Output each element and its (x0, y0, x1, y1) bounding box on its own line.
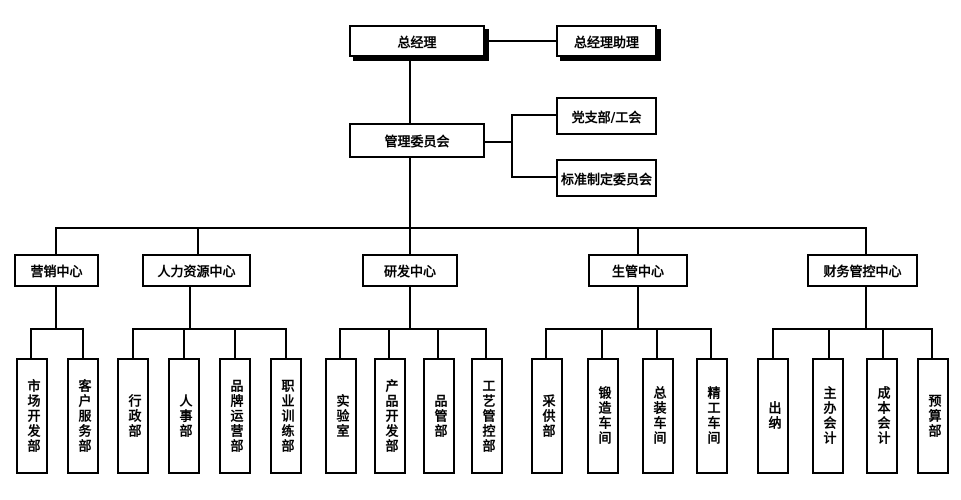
dept-label: 职业训练部 (278, 378, 294, 454)
center-4-bus (545, 328, 712, 330)
dept-label: 精工车间 (704, 386, 720, 446)
center-5-bus (772, 328, 933, 330)
dept-label: 品牌运营部 (227, 378, 243, 454)
general-manager-box: 总经理 (349, 25, 485, 57)
committee-label: 管理委员会 (384, 135, 450, 150)
center-label: 研发中心 (383, 265, 436, 280)
drop-center-1 (55, 227, 57, 254)
connector-committee-branch (485, 141, 513, 143)
dept-label: 品管部 (431, 393, 447, 439)
center-2-drop-2 (183, 328, 185, 358)
dept-label: 实验室 (333, 393, 349, 439)
center-box-3: 研发中心 (362, 254, 458, 287)
dept-box: 锻造车间 (587, 358, 619, 474)
center-3-stem (409, 287, 411, 329)
connector-committee-centers (409, 158, 411, 228)
dept-box: 工艺管控部 (471, 358, 503, 474)
party-box: 党支部/工会 (556, 97, 657, 135)
dept-label: 人事部 (176, 393, 192, 439)
center-box-4: 生管中心 (588, 254, 688, 287)
center-1-drop-2 (82, 328, 84, 358)
dept-box: 产品开发部 (374, 358, 406, 474)
center-label: 财务管控中心 (823, 265, 902, 280)
party-label: 党支部/工会 (571, 110, 642, 126)
dept-box: 主办会计 (812, 358, 844, 474)
center-1-bus (30, 328, 84, 330)
center-5-drop-3 (882, 328, 884, 358)
dept-label: 出纳 (765, 401, 781, 431)
drop-center-5 (865, 227, 867, 254)
dept-box: 出纳 (757, 358, 789, 474)
center-box-1: 营销中心 (14, 254, 99, 287)
connector-standards (511, 176, 556, 178)
standards-label: 标准制定委员会 (560, 172, 652, 188)
center-2-bus (132, 328, 287, 330)
center-box-5: 财务管控中心 (807, 254, 918, 287)
center-label: 人力资源中心 (157, 265, 236, 280)
center-2-drop-4 (285, 328, 287, 358)
center-4-drop-3 (656, 328, 658, 358)
dept-box: 总装车间 (642, 358, 674, 474)
dept-box: 客户服务部 (67, 358, 99, 474)
center-4-drop-4 (710, 328, 712, 358)
center-5-drop-2 (828, 328, 830, 358)
dept-label: 行政部 (125, 393, 141, 439)
center-1-drop-1 (30, 328, 32, 358)
connector-gm-assistant (485, 40, 556, 42)
committee-box: 管理委员会 (349, 123, 485, 158)
dept-label: 主办会计 (820, 386, 836, 446)
dept-box: 行政部 (117, 358, 149, 474)
center-label: 生管中心 (611, 265, 664, 280)
dept-box: 市场开发部 (16, 358, 48, 474)
dept-box: 品管部 (423, 358, 455, 474)
center-5-drop-1 (772, 328, 774, 358)
drop-center-4 (637, 227, 639, 254)
center-4-drop-2 (601, 328, 603, 358)
dept-box: 职业训练部 (270, 358, 302, 474)
drop-center-2 (197, 227, 199, 254)
center-4-stem (637, 287, 639, 329)
center-label: 营销中心 (30, 265, 83, 280)
center-3-drop-2 (388, 328, 390, 358)
centers-bus (55, 227, 867, 229)
center-3-bus (339, 328, 487, 330)
center-box-2: 人力资源中心 (142, 254, 251, 287)
dept-box: 品牌运营部 (219, 358, 251, 474)
assistant-label: 总经理助理 (573, 35, 639, 51)
center-5-drop-4 (931, 328, 933, 358)
dept-label: 预算部 (925, 393, 941, 439)
general-manager-label: 总经理 (397, 35, 437, 51)
dept-box: 成本会计 (866, 358, 898, 474)
center-1-stem (55, 287, 57, 329)
dept-label: 客户服务部 (75, 378, 91, 454)
center-3-drop-1 (339, 328, 341, 358)
assistant-box: 总经理助理 (556, 25, 657, 57)
dept-label: 产品开发部 (382, 378, 398, 454)
dept-label: 总装车间 (650, 386, 666, 446)
dept-box: 预算部 (917, 358, 949, 474)
center-3-drop-3 (437, 328, 439, 358)
dept-label: 采供部 (539, 393, 555, 439)
dept-box: 实验室 (325, 358, 357, 474)
standards-box: 标准制定委员会 (556, 159, 657, 197)
dept-box: 人事部 (168, 358, 200, 474)
center-3-drop-4 (485, 328, 487, 358)
center-5-stem (865, 287, 867, 329)
connector-party (511, 114, 556, 116)
center-2-stem (189, 287, 191, 329)
dept-box: 精工车间 (696, 358, 728, 474)
center-4-drop-1 (545, 328, 547, 358)
center-2-drop-1 (132, 328, 134, 358)
dept-label: 市场开发部 (24, 378, 40, 454)
center-2-drop-3 (234, 328, 236, 358)
dept-box: 采供部 (531, 358, 563, 474)
connector-branch-vertical (511, 114, 513, 178)
dept-label: 锻造车间 (595, 386, 611, 446)
dept-label: 成本会计 (874, 386, 890, 446)
dept-label: 工艺管控部 (479, 378, 495, 454)
drop-center-3 (409, 227, 411, 254)
connector-gm-committee (409, 57, 411, 123)
